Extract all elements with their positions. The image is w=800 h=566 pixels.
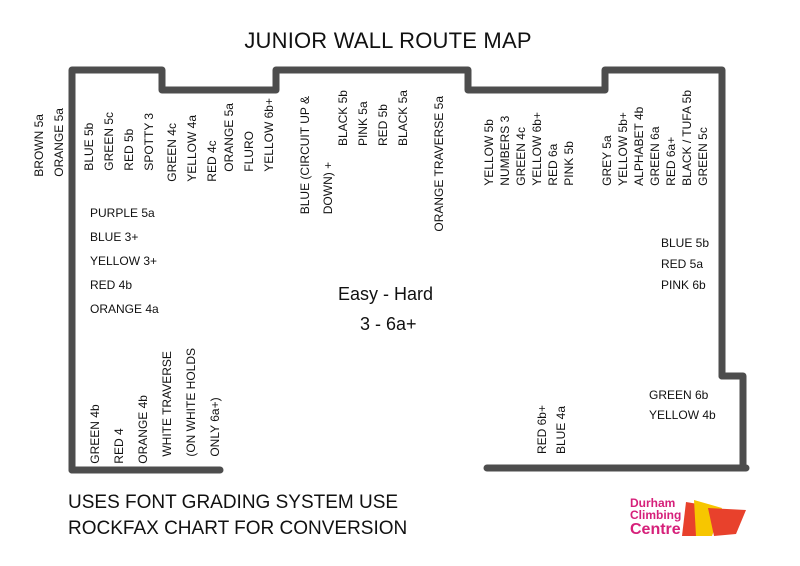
route-label: YELLOW 5b+ bbox=[616, 112, 630, 186]
logo-line: Climbing bbox=[630, 508, 682, 522]
section-a-routes: BLUE 5b GREEN 5c RED 5b SPOTTY 3 bbox=[82, 112, 157, 171]
left-outside-routes: BROWN 5a ORANGE 5a bbox=[32, 108, 67, 177]
route-label: BLUE 4a bbox=[554, 406, 568, 455]
route-label: DOWN) + bbox=[321, 161, 335, 215]
route-label: BLUE 5b bbox=[661, 236, 710, 250]
route-label: RED 4c bbox=[205, 140, 219, 182]
logo-line: Centre bbox=[630, 521, 681, 538]
section-b-routes: GREEN 4c YELLOW 4a RED 4c bbox=[165, 115, 220, 182]
route-label: WHITE TRAVERSE bbox=[160, 351, 174, 457]
route-label: ORANGE 5a bbox=[222, 103, 236, 172]
route-label: BLUE 3+ bbox=[90, 230, 139, 244]
route-label: ORANGE 4a bbox=[90, 302, 159, 316]
route-label: (ON WHITE HOLDS bbox=[184, 348, 198, 457]
route-label: PINK 5a bbox=[356, 101, 370, 147]
route-label: YELLOW 5b bbox=[482, 119, 496, 186]
route-label: RED 4 bbox=[112, 428, 126, 464]
route-label: ORANGE 5a bbox=[52, 108, 66, 177]
route-label: RED 6b+ bbox=[535, 405, 549, 455]
logo-line: Durham bbox=[630, 496, 676, 510]
route-label: PURPLE 5a bbox=[90, 206, 155, 220]
route-label: GREY 5a bbox=[600, 135, 614, 186]
wall-top-left bbox=[68, 66, 726, 474]
page-title: JUNIOR WALL ROUTE MAP bbox=[244, 28, 532, 53]
route-label: SPOTTY 3 bbox=[142, 112, 156, 171]
route-label: YELLOW 4b bbox=[649, 408, 716, 422]
route-label: ALPHABET 4b bbox=[632, 106, 646, 186]
route-label: YELLOW 6b+ bbox=[262, 98, 276, 172]
route-label: RED 6a+ bbox=[664, 136, 678, 186]
bottom-mid-routes: RED 6b+ BLUE 4a bbox=[535, 405, 569, 454]
route-label: GREEN 6b bbox=[649, 388, 709, 402]
route-label: GREEN 6a bbox=[648, 126, 662, 186]
grade-range-label: Easy - Hard bbox=[338, 284, 434, 304]
route-label: GREEN 4c bbox=[165, 123, 179, 182]
route-label: RED 6a bbox=[546, 143, 560, 186]
route-label: YELLOW 4a bbox=[185, 115, 199, 182]
route-label: PINK 5b bbox=[562, 141, 576, 186]
section-g-routes: YELLOW 5b NUMBERS 3 GREEN 4c YELLOW 6b+ … bbox=[482, 112, 577, 186]
route-label: RED 5b bbox=[376, 104, 390, 147]
white-traverse-routes: WHITE TRAVERSE (ON WHITE HOLDS ONLY 6a+) bbox=[160, 348, 223, 457]
wall-right-step bbox=[718, 372, 747, 470]
section-c-routes: ORANGE 5a FLURO YELLOW 6b+ bbox=[222, 98, 277, 172]
route-label: RED 4b bbox=[90, 278, 133, 292]
route-label: BLUE (CIRCUIT UP & bbox=[298, 96, 312, 215]
route-label: GREEN 5c bbox=[102, 112, 116, 171]
route-label: BLACK / TUFA 5b bbox=[680, 90, 694, 186]
route-label: BLACK 5b bbox=[336, 90, 350, 147]
section-d-routes: BLUE (CIRCUIT UP & DOWN) + bbox=[298, 96, 336, 214]
grading-note-line: USES FONT GRADING SYSTEM USE bbox=[68, 492, 399, 513]
route-label: GREEN 4b bbox=[88, 404, 102, 464]
climbing-centre-logo-graphic bbox=[682, 500, 746, 536]
grading-note-line: ROCKFAX CHART FOR CONVERSION bbox=[68, 518, 408, 539]
route-label: BLACK 5a bbox=[396, 90, 410, 147]
bottom-left-routes: GREEN 4b RED 4 ORANGE 4b bbox=[88, 395, 151, 464]
route-label: FLURO bbox=[242, 131, 256, 172]
section-e-routes: BLACK 5b PINK 5a RED 5b BLACK 5a bbox=[336, 90, 411, 146]
route-label: BLUE 5b bbox=[82, 122, 96, 171]
route-label: RED 5a bbox=[661, 257, 704, 271]
route-label: YELLOW 3+ bbox=[90, 254, 158, 268]
route-label: ORANGE 4b bbox=[136, 395, 150, 464]
route-label: PINK 6b bbox=[661, 278, 706, 292]
grading-note: USES FONT GRADING SYSTEM USE ROCKFAX CHA… bbox=[68, 490, 407, 542]
route-label: BROWN 5a bbox=[32, 114, 46, 177]
route-label: GREEN 4c bbox=[514, 127, 528, 186]
logo-wordmark: Durham Climbing Centre bbox=[630, 497, 681, 538]
route-label: GREEN 5c bbox=[696, 127, 710, 186]
grade-range-value: 3 - 6a+ bbox=[360, 314, 417, 334]
route-label: ONLY 6a+) bbox=[208, 397, 222, 457]
route-label: ORANGE TRAVERSE 5a bbox=[432, 96, 446, 232]
route-label: NUMBERS 3 bbox=[498, 115, 512, 186]
route-label: RED 5b bbox=[122, 128, 136, 171]
route-label: YELLOW 6b+ bbox=[530, 112, 544, 186]
section-f-routes: ORANGE TRAVERSE 5a bbox=[432, 96, 447, 232]
section-h-routes: GREY 5a YELLOW 5b+ ALPHABET 4b GREEN 6a … bbox=[600, 90, 711, 186]
